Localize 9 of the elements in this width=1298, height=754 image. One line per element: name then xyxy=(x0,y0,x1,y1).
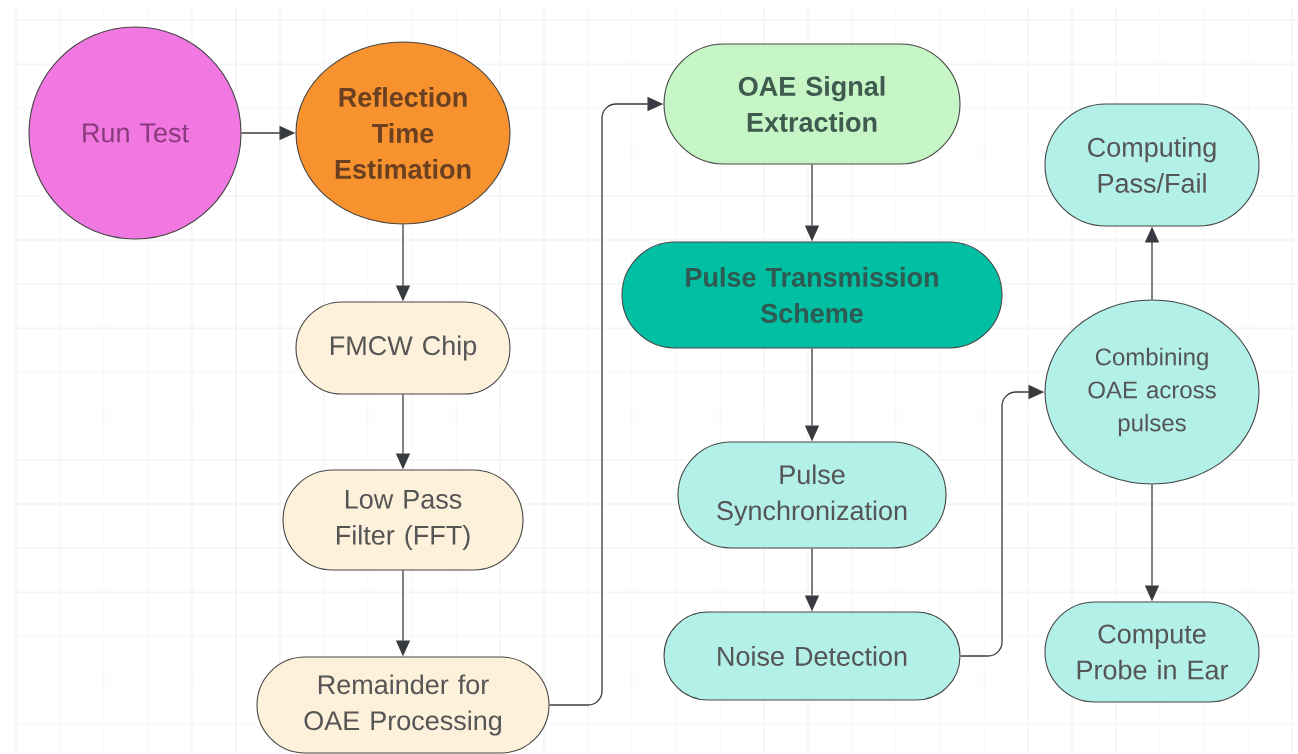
process-box: Computing Pass/Fail xyxy=(1044,103,1260,227)
process-box: FMCW Chip xyxy=(295,301,511,395)
process-box: Noise Detection xyxy=(663,611,961,701)
process-box: Pulse Transmission Scheme xyxy=(621,241,1003,349)
process-box: OAE Signal Extraction xyxy=(663,43,961,165)
process-box: Remainder for OAE Processing xyxy=(256,656,550,754)
process-box: Compute Probe in Ear xyxy=(1044,601,1260,703)
process-box: Low Pass Filter (FFT) xyxy=(282,469,524,571)
process-box: Pulse Synchronization xyxy=(677,441,947,549)
